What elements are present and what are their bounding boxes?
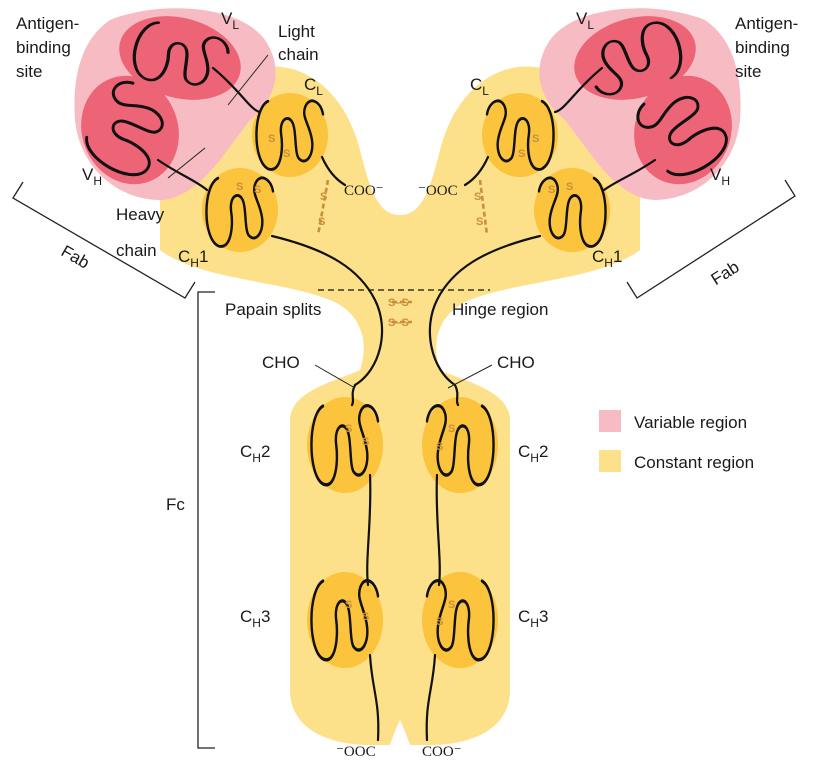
heavy-chain-line1: Heavy <box>116 205 165 224</box>
ss-cl-left-b: S <box>283 148 290 160</box>
fab-label-right: Fab <box>708 257 743 289</box>
ss-ch2-right-a: S <box>448 423 455 435</box>
antigen-site-left-line2: binding <box>16 38 71 57</box>
cho-label-right: CHO <box>497 353 535 372</box>
light-chain-line1: Light <box>278 22 315 41</box>
ss-ch1-left-b: S <box>254 184 261 196</box>
ss-cl-left-a: S <box>268 133 275 145</box>
antigen-site-left-line1: Antigen- <box>16 14 79 33</box>
antigen-site-right-line3: site <box>735 62 761 81</box>
ch3-label-right: CH3 <box>518 607 548 630</box>
light-chain-line2: chain <box>278 45 319 64</box>
ss-cl-right-a: S <box>518 148 525 160</box>
ss-ch1-left-a: S <box>236 181 243 193</box>
ss-ch2-left-a: S <box>345 423 352 435</box>
ch3-label-left: CH3 <box>240 607 270 630</box>
ss-hinge-lower: S–S <box>388 317 409 329</box>
legend-label-variable: Variable region <box>634 413 747 432</box>
ooc-label-right: ⁻OOC <box>418 183 458 199</box>
ss-ch3-left-a: S <box>345 599 352 611</box>
ss-inter-right-a: S <box>474 191 481 203</box>
ch2-label-left: CH2 <box>240 442 270 465</box>
legend: Variable region Constant region <box>599 410 754 472</box>
ooc-label-bottom: ⁻OOC <box>336 744 376 760</box>
ss-ch3-left-b: S <box>362 611 369 623</box>
antigen-site-right-line1: Antigen- <box>735 14 798 33</box>
legend-swatch-variable <box>599 410 621 432</box>
ss-inter-left-b: S <box>318 216 325 228</box>
ch2-label-right: CH2 <box>518 442 548 465</box>
ss-cl-right-b: S <box>532 133 539 145</box>
antigen-site-right-line2: binding <box>735 38 790 57</box>
ss-ch3-right-b: S <box>436 616 443 628</box>
coo-label-left: COO⁻ <box>344 183 384 199</box>
legend-label-constant: Constant region <box>634 453 754 472</box>
legend-swatch-constant <box>599 450 621 472</box>
fc-bracket <box>198 292 215 748</box>
ss-ch1-right-b: S <box>566 181 573 193</box>
fc-label: Fc <box>166 495 185 514</box>
ss-inter-left-a: S <box>320 191 327 203</box>
ss-hinge-upper: S–S <box>388 297 409 309</box>
cho-label-left: CHO <box>262 353 300 372</box>
ss-inter-right-b: S <box>476 216 483 228</box>
hinge-region-label: Hinge region <box>452 300 548 319</box>
ss-ch2-right-b: S <box>436 441 443 453</box>
coo-label-bottom: COO⁻ <box>422 744 462 760</box>
ss-ch1-right-a: S <box>548 184 555 196</box>
papain-splits-label: Papain splits <box>225 300 321 319</box>
ss-ch2-left-b: S <box>362 436 369 448</box>
ss-ch3-right-a: S <box>448 599 455 611</box>
heavy-chain-line2: chain <box>116 241 157 260</box>
antigen-site-left-line3: site <box>16 62 42 81</box>
fab-label-left: Fab <box>58 241 93 272</box>
vh-label-right: VH <box>710 165 730 188</box>
